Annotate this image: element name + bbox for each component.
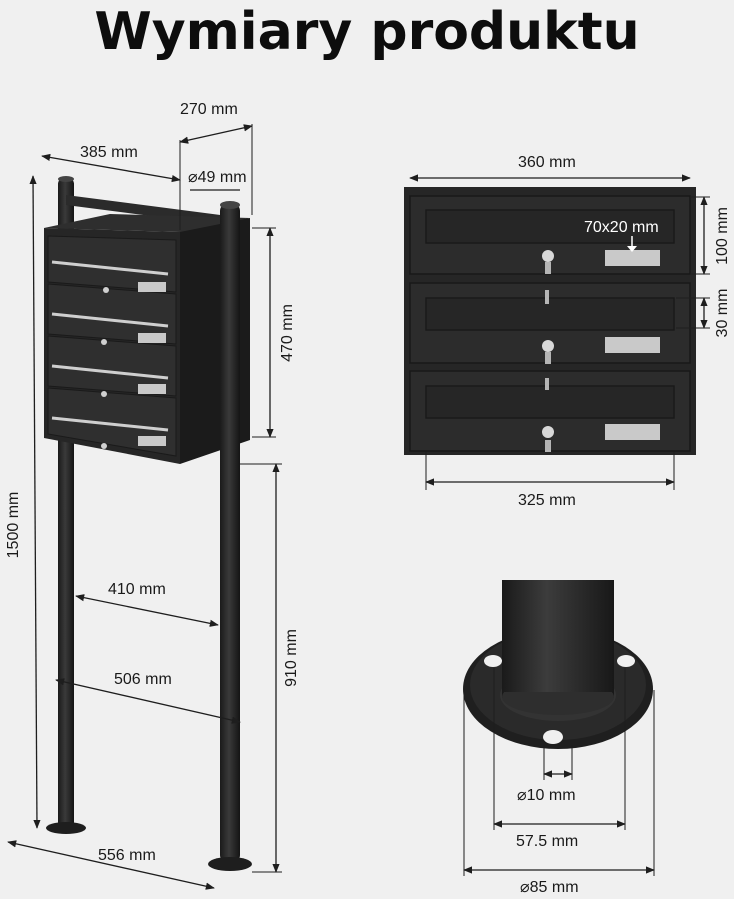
dim-label-size: 70x20 mm xyxy=(584,219,659,252)
pole-base-detail xyxy=(463,580,653,749)
dim-flap-height: 100 mm xyxy=(690,196,731,275)
dim-box-depth: 385 mm xyxy=(41,144,181,183)
label-pole-height: 910 mm xyxy=(283,629,300,687)
label-label-size: 70x20 mm xyxy=(584,219,659,236)
dim-inner-width: 410 mm xyxy=(75,581,219,627)
dim-slot-height: 30 mm xyxy=(676,289,731,338)
mailbox-stand-illustration xyxy=(44,176,252,871)
label-outer-width: 506 mm xyxy=(114,671,172,688)
label-flap-height: 100 mm xyxy=(714,207,731,265)
label-box-depth: 385 mm xyxy=(80,144,138,161)
dim-front-width: 360 mm xyxy=(409,154,691,182)
label-hole-diameter: ⌀10 mm xyxy=(517,787,576,804)
label-depth: 270 mm xyxy=(180,101,238,118)
page-title: Wymiary produktu xyxy=(94,2,640,62)
label-box-height: 470 mm xyxy=(279,304,296,362)
label-total-height: 1500 mm xyxy=(5,492,22,559)
dim-base-diameter: ⌀85 mm xyxy=(463,690,655,896)
label-slot-width: 325 mm xyxy=(518,492,576,509)
label-front-width: 360 mm xyxy=(518,154,576,171)
dim-outer-width: 506 mm xyxy=(55,671,241,724)
label-base-width: 556 mm xyxy=(98,847,156,864)
label-pole-diameter: ⌀49 mm xyxy=(188,169,247,186)
dim-slot-width: 325 mm xyxy=(425,452,675,509)
dim-pole-height: 910 mm xyxy=(240,463,300,873)
dim-hole-diameter: ⌀10 mm xyxy=(517,745,576,804)
dim-box-height: 470 mm xyxy=(252,227,296,438)
dim-depth: 270 mm xyxy=(179,101,253,144)
label-hole-spacing: 57.5 mm xyxy=(516,833,578,850)
dim-pole-diameter: ⌀49 mm xyxy=(188,169,247,191)
label-slot-height: 30 mm xyxy=(714,289,731,338)
dim-base-width: 556 mm xyxy=(7,840,215,890)
mailbox-front-view xyxy=(404,187,696,455)
dim-hole-spacing: 57.5 mm xyxy=(493,668,626,850)
label-inner-width: 410 mm xyxy=(108,581,166,598)
dim-total-height: 1500 mm xyxy=(5,175,41,829)
label-base-diameter: ⌀85 mm xyxy=(520,879,579,896)
